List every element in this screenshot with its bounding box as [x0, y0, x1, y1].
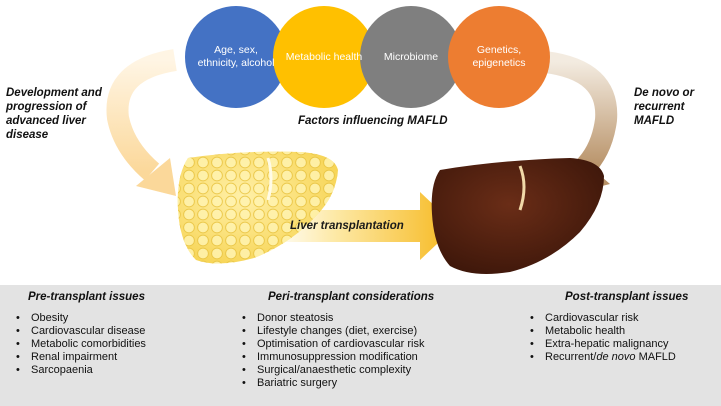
de-novo-emphasis: de novo — [596, 351, 636, 363]
list-item: Metabolic comorbidities — [16, 338, 146, 351]
factor-circle-metabolic — [273, 6, 375, 108]
healthy-liver-image — [431, 158, 604, 274]
list-item: Recurrent/de novo MAFLD — [530, 351, 688, 364]
peri-transplant-title: Peri-transplant considerations — [268, 291, 435, 303]
post-transplant-list: Cardiovascular risk Metabolic health Ext… — [528, 312, 688, 364]
left-curved-arrow — [106, 49, 177, 196]
peri-transplant-list: Donor steatosis Lifestyle changes (diet,… — [240, 312, 434, 390]
transplant-arrow — [270, 192, 456, 260]
factor-circle-age — [185, 6, 287, 108]
list-item: Optimisation of cardiovascular risk — [242, 338, 434, 351]
list-item: Immunosuppression modification — [242, 351, 434, 364]
factor-label-age: Age, sex, ethnicity, alcohol — [197, 44, 275, 69]
right-side-label: De novo or recurrent MAFLD — [634, 87, 695, 127]
issues-panel: Pre-transplant issues Obesity Cardiovasc… — [0, 285, 721, 406]
factors-caption: Factors influencing MAFLD — [298, 115, 448, 127]
list-item: Surgical/anaesthetic complexity — [242, 364, 434, 377]
peri-transplant-column: Peri-transplant considerations Donor ste… — [240, 291, 434, 390]
factor-label-metabolic: Metabolic health — [285, 50, 363, 63]
list-item: Donor steatosis — [242, 312, 434, 325]
list-item: Cardiovascular risk — [530, 312, 688, 325]
list-item: Renal impairment — [16, 351, 146, 364]
list-item: Sarcopaenia — [16, 364, 146, 377]
list-item: Cardiovascular disease — [16, 325, 146, 338]
pre-transplant-column: Pre-transplant issues Obesity Cardiovasc… — [14, 291, 146, 377]
post-transplant-column: Post-transplant issues Cardiovascular ri… — [528, 291, 688, 364]
list-item: Obesity — [16, 312, 146, 325]
list-item: Extra-hepatic malignancy — [530, 338, 688, 351]
post-transplant-title: Post-transplant issues — [565, 291, 689, 303]
list-item: Bariatric surgery — [242, 377, 434, 390]
fatty-liver-image — [177, 151, 338, 264]
transplant-label: Liver transplantation — [290, 220, 404, 232]
list-item: Metabolic health — [530, 325, 688, 338]
left-side-label: Development and progression of advanced … — [6, 87, 102, 141]
factor-circle-genetics — [448, 6, 550, 108]
pre-transplant-title: Pre-transplant issues — [28, 291, 145, 303]
factor-label-microbiome: Microbiome — [383, 50, 439, 63]
list-item: Lifestyle changes (diet, exercise) — [242, 325, 434, 338]
factor-label-genetics: Genetics, epigenetics — [472, 44, 526, 69]
pre-transplant-list: Obesity Cardiovascular disease Metabolic… — [14, 312, 146, 377]
factor-circle-microbiome — [360, 6, 462, 108]
